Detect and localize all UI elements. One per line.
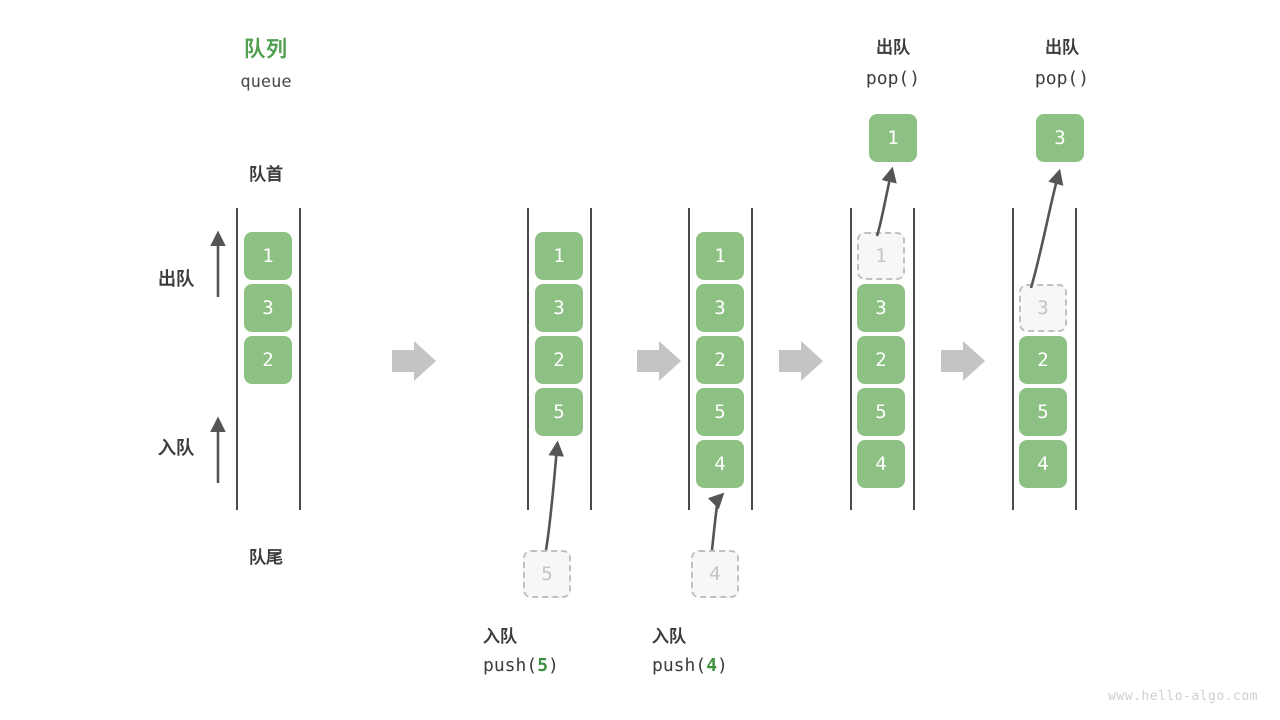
push-suffix: ) xyxy=(717,655,728,676)
push-prefix: push( xyxy=(652,655,707,676)
step-label-cn-push5: 入队 xyxy=(483,627,517,647)
transition-arrow-icon-3 xyxy=(779,341,823,381)
incoming-ghost-cell: 5 xyxy=(523,550,571,598)
push-value: 5 xyxy=(537,655,549,676)
rail-left-col1 xyxy=(236,208,238,510)
step-label-cn-push4: 入队 xyxy=(652,627,686,647)
step-label-en-pop1: pop() xyxy=(865,68,921,89)
push-suffix: ) xyxy=(548,655,559,676)
queue-cell: 5 xyxy=(535,388,583,436)
diagram-title-en: queue xyxy=(240,72,292,92)
step-label-en-push4: push(4) xyxy=(652,655,832,676)
queue-cell: 5 xyxy=(696,388,744,436)
queue-cell: 1 xyxy=(696,232,744,280)
dequeue-direction-label: 出队 xyxy=(158,269,194,290)
step-label-en-pop3: pop() xyxy=(1034,68,1090,89)
queue-cell: 2 xyxy=(857,336,905,384)
queue-cell: 5 xyxy=(1019,388,1067,436)
queue-cell: 2 xyxy=(1019,336,1067,384)
transition-arrow-icon-4 xyxy=(941,341,985,381)
incoming-ghost-cell: 4 xyxy=(691,550,739,598)
queue-cell: 3 xyxy=(696,284,744,332)
rail-left-col2 xyxy=(527,208,529,510)
rail-left-col5 xyxy=(1012,208,1014,510)
step-label-cn-pop1: 出队 xyxy=(876,38,910,58)
watermark: www.hello-algo.com xyxy=(1108,689,1258,704)
step-label-en-push5: push(5) xyxy=(483,655,663,676)
queue-cell-ghost: 1 xyxy=(857,232,905,280)
push-value: 4 xyxy=(706,655,718,676)
queue-tail-label: 队尾 xyxy=(249,548,283,568)
queue-cell: 1 xyxy=(535,232,583,280)
queue-cell: 4 xyxy=(857,440,905,488)
queue-cell: 2 xyxy=(696,336,744,384)
enqueue-direction-label: 入队 xyxy=(158,438,194,459)
pop-arrow-icon-1 xyxy=(875,166,897,237)
popped-cell: 3 xyxy=(1036,114,1084,162)
queue-cell: 5 xyxy=(857,388,905,436)
queue-cell-ghost: 3 xyxy=(1019,284,1067,332)
rail-right-col3 xyxy=(751,208,753,510)
popped-cell: 1 xyxy=(869,114,917,162)
pop-arrow-icon-3 xyxy=(1029,168,1064,289)
push-prefix: push( xyxy=(483,655,538,676)
transition-arrow-icon-2 xyxy=(637,341,681,381)
step-label-cn-pop3: 出队 xyxy=(1045,38,1079,58)
queue-cell: 3 xyxy=(857,284,905,332)
queue-cell: 4 xyxy=(696,440,744,488)
diagram-title-cn: 队列 xyxy=(244,37,288,61)
rail-left-col3 xyxy=(688,208,690,510)
queue-cell: 3 xyxy=(244,284,292,332)
rail-right-col1 xyxy=(299,208,301,510)
push-arrow-icon-4 xyxy=(707,492,725,551)
rail-right-col5 xyxy=(1075,208,1077,510)
transition-arrow-icon-1 xyxy=(392,341,436,381)
queue-cell: 3 xyxy=(535,284,583,332)
queue-cell: 2 xyxy=(244,336,292,384)
queue-head-label: 队首 xyxy=(249,165,283,185)
push-arrow-icon-5 xyxy=(544,440,565,551)
rail-right-col4 xyxy=(913,208,915,510)
queue-cell: 2 xyxy=(535,336,583,384)
rail-left-col4 xyxy=(850,208,852,510)
queue-cell: 1 xyxy=(244,232,292,280)
queue-cell: 4 xyxy=(1019,440,1067,488)
rail-right-col2 xyxy=(590,208,592,510)
